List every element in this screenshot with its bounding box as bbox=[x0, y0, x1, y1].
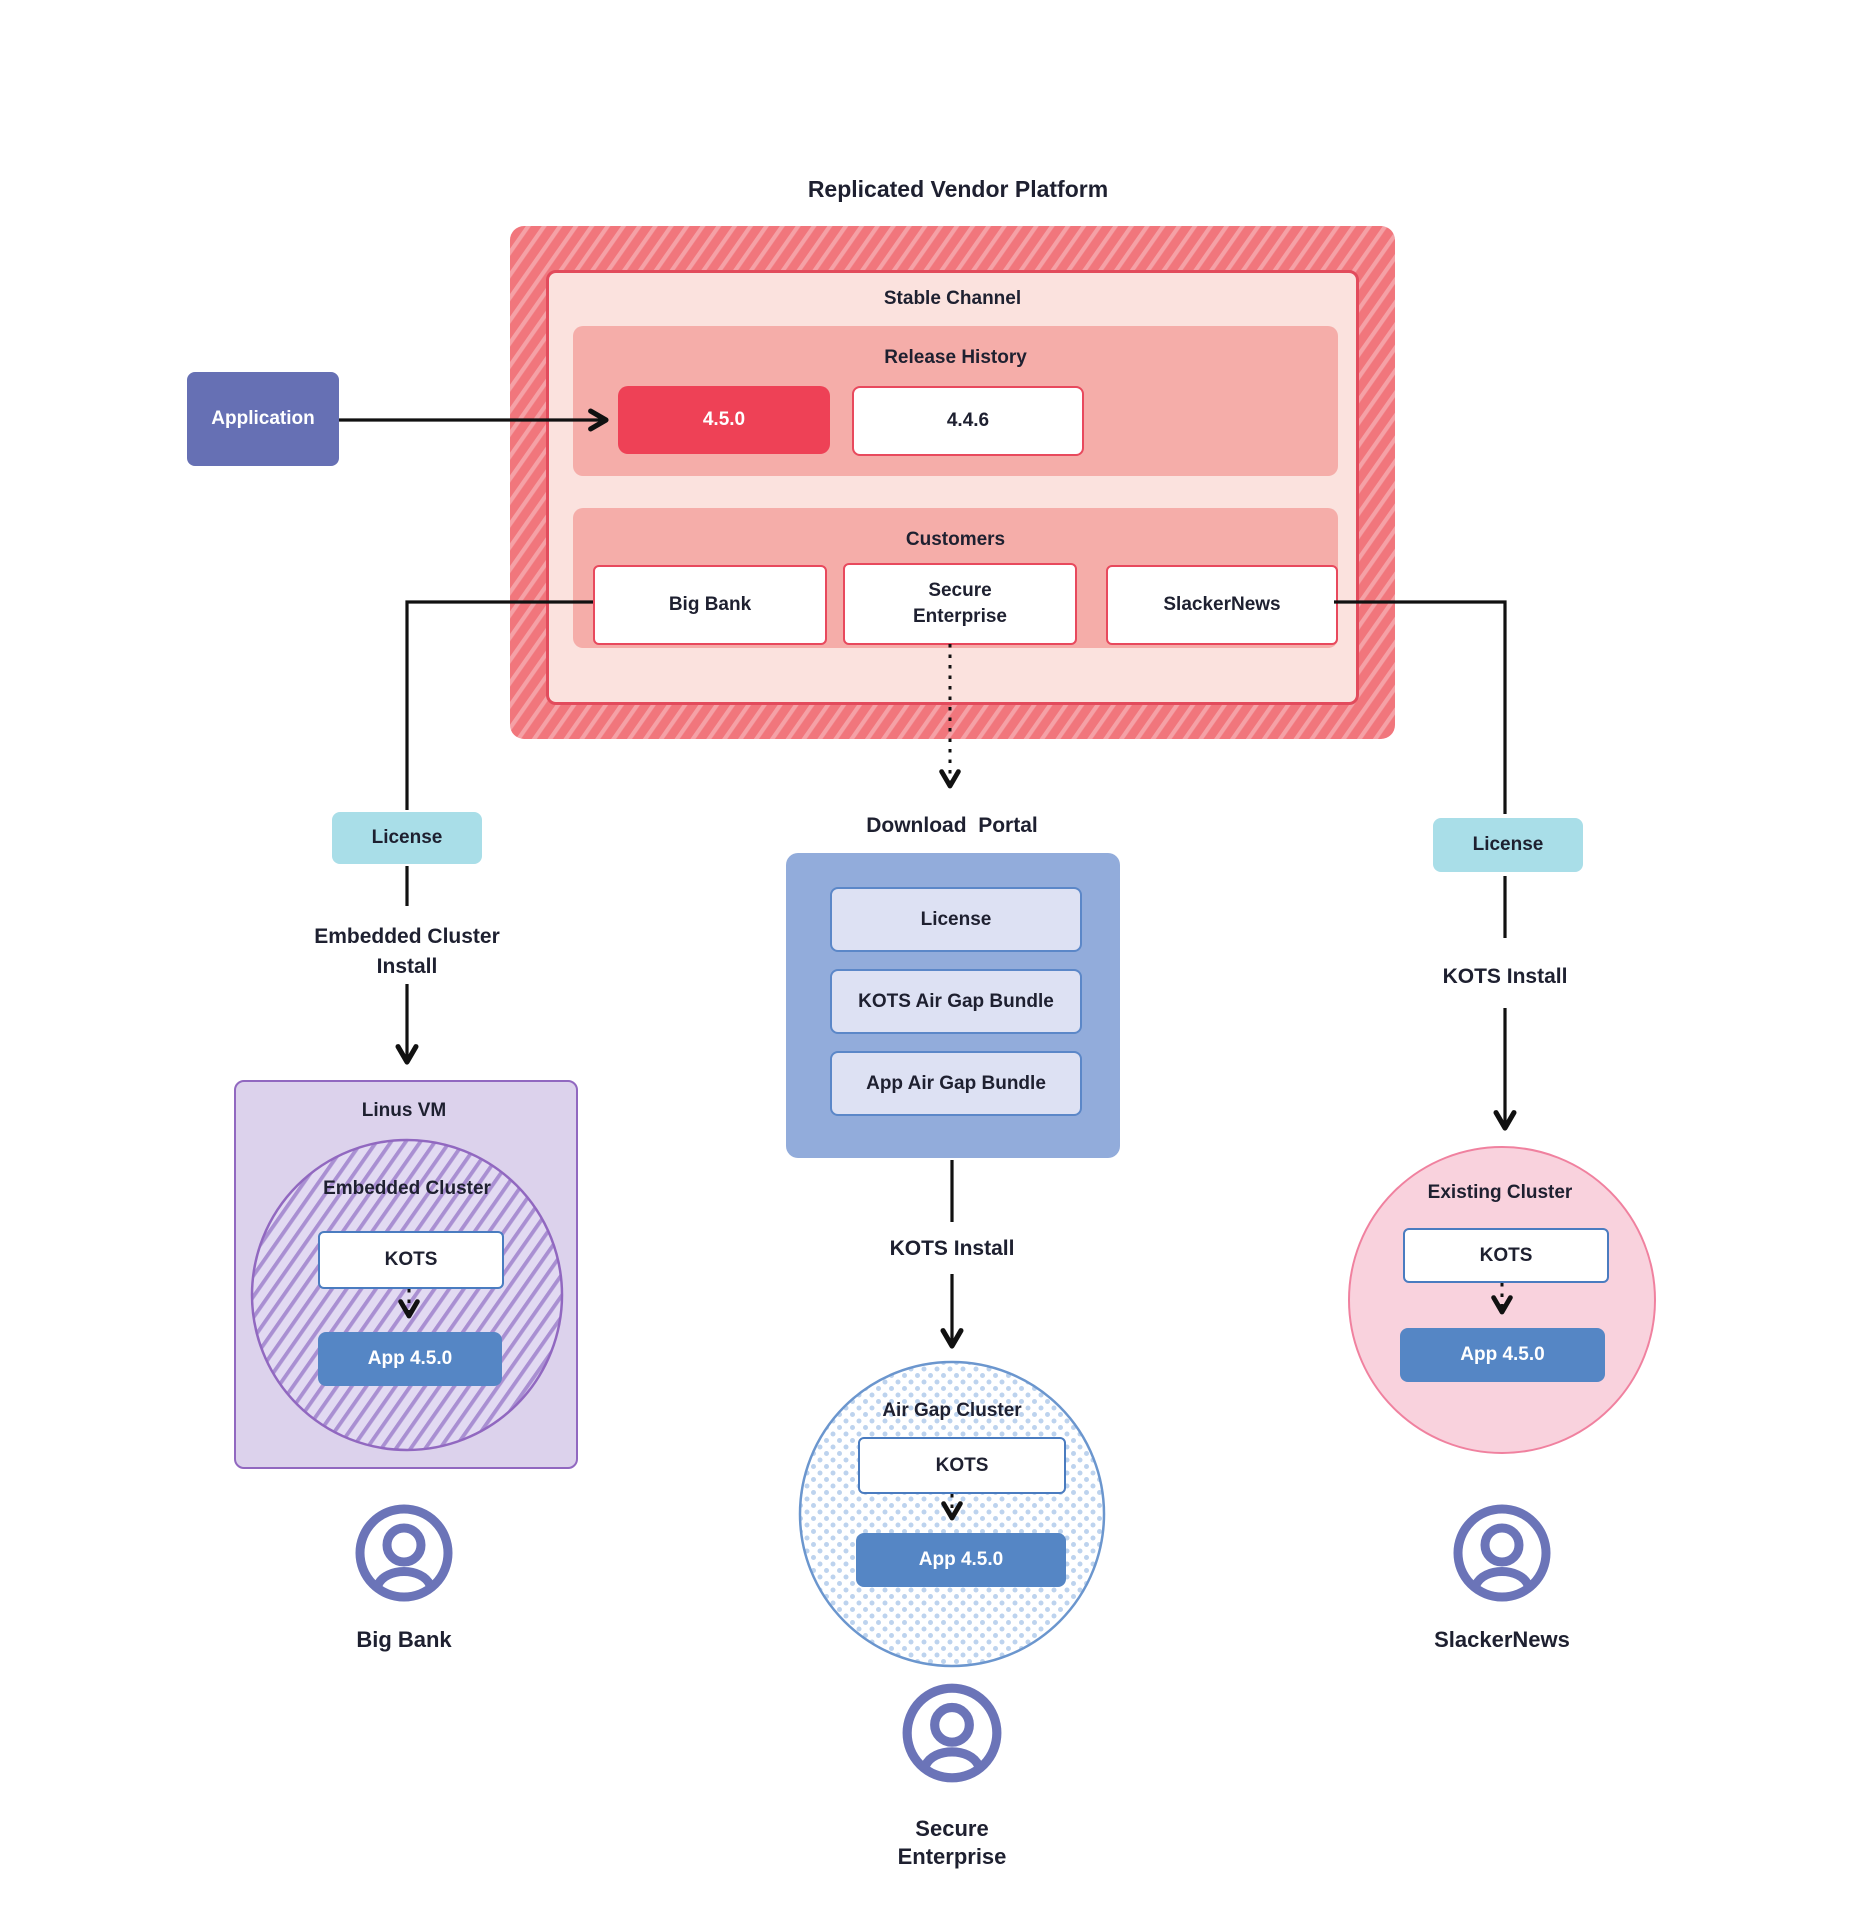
release-4-4-6: 4.4.6 bbox=[852, 386, 1084, 456]
customers-label: Customers bbox=[905, 529, 1006, 550]
embedded-cluster-label: Embedded Cluster bbox=[323, 1178, 491, 1199]
app-box-existing: App 4.5.0 bbox=[1400, 1328, 1605, 1382]
license-badge-right: License bbox=[1433, 818, 1583, 872]
portal-item-kots-bundle: KOTS Air Gap Bundle bbox=[830, 969, 1082, 1034]
diagram-title: Replicated Vendor Platform bbox=[807, 176, 1109, 202]
release-4-5-0: 4.5.0 bbox=[618, 386, 830, 454]
application-box: Application bbox=[187, 372, 339, 466]
embedded-cluster-install-label: Embedded Cluster Install bbox=[314, 925, 500, 978]
air-gap-cluster-label: Air Gap Cluster bbox=[882, 1400, 1022, 1421]
app-box-embedded: App 4.5.0 bbox=[318, 1332, 502, 1386]
release-history-label: Release History bbox=[884, 347, 1027, 368]
customer-secure-enterprise: Secure Enterprise bbox=[843, 563, 1077, 645]
download-portal-label: Download Portal bbox=[866, 814, 1038, 837]
kots-install-label-right: KOTS Install bbox=[1442, 965, 1568, 988]
kots-box-embedded: KOTS bbox=[318, 1231, 504, 1289]
kots-install-label-middle: KOTS Install bbox=[889, 1237, 1015, 1260]
portal-item-license: License bbox=[830, 887, 1082, 952]
user-label-slackernews: SlackerNews bbox=[1434, 1627, 1570, 1652]
customer-secure-enterprise-label: Secure Enterprise bbox=[913, 580, 1007, 627]
stable-channel-label: Stable Channel bbox=[883, 288, 1022, 309]
linus-vm-label: Linus VM bbox=[361, 1100, 447, 1121]
license-badge-left: License bbox=[332, 812, 482, 864]
user-label-secure-enterprise: Secure Enterprise bbox=[897, 1816, 1007, 1869]
app-box-airgap: App 4.5.0 bbox=[856, 1533, 1066, 1587]
portal-item-app-bundle: App Air Gap Bundle bbox=[830, 1051, 1082, 1116]
kots-box-existing: KOTS bbox=[1403, 1228, 1609, 1283]
kots-box-airgap: KOTS bbox=[858, 1437, 1066, 1494]
user-label-big-bank: Big Bank bbox=[356, 1627, 452, 1652]
user-icon-slackernews bbox=[1453, 1504, 1551, 1602]
customer-big-bank: Big Bank bbox=[593, 565, 827, 645]
existing-cluster-label: Existing Cluster bbox=[1427, 1182, 1573, 1203]
customer-slackernews: SlackerNews bbox=[1106, 565, 1338, 645]
user-icon-secure-enterprise bbox=[902, 1683, 1002, 1783]
user-icon-big-bank bbox=[355, 1504, 453, 1602]
